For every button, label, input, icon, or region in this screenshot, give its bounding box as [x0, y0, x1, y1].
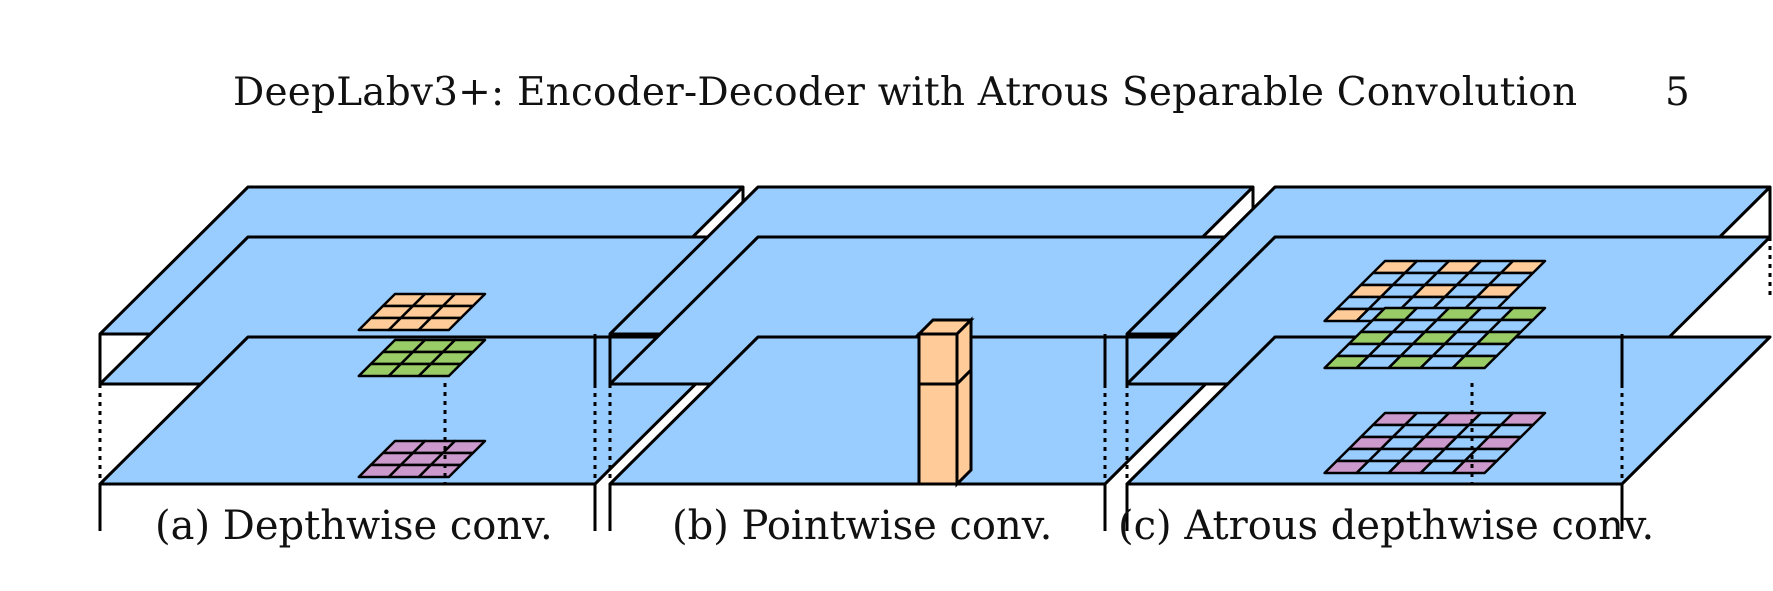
caption-pointwise: (b) Pointwise conv. — [672, 503, 1053, 549]
kernel-cell — [417, 463, 463, 479]
kernel-cell — [417, 362, 463, 378]
pointwise-column-front — [917, 332, 959, 486]
pointwise-column-side — [955, 316, 973, 488]
pointwise-column-divider — [955, 368, 973, 386]
running-head-title: DeepLabv3+: Encoder-Decoder with Atrous … — [233, 70, 1578, 115]
page-number: 5 — [1665, 70, 1690, 115]
panel-atrous-depthwise-diagram — [1125, 185, 1772, 531]
panel-pointwise-diagram — [608, 185, 1255, 531]
caption-atrous-depthwise: (c) Atrous depthwise conv. — [1118, 503, 1655, 549]
bottom-plane — [1125, 335, 1772, 486]
panel-depthwise-diagram — [98, 185, 745, 531]
kernel-cell — [1451, 354, 1498, 370]
caption-depthwise: (a) Depthwise conv. — [155, 503, 553, 549]
kernel-cell — [417, 316, 463, 332]
kernel-cell — [1451, 459, 1498, 475]
